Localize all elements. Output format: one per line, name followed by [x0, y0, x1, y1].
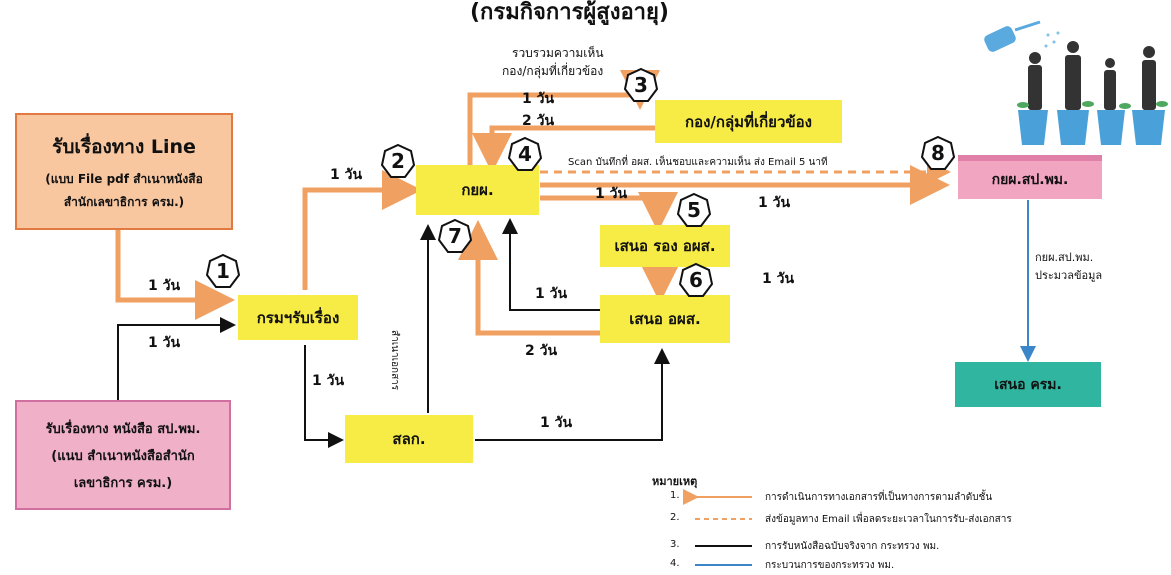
- step-number-1: 1: [216, 259, 230, 283]
- legend-num-3: 3.: [670, 539, 680, 550]
- propose-director-box: เสนอ อผส.: [600, 295, 730, 343]
- step-number-2: 2: [391, 149, 405, 173]
- line-receive-sub2: สำนักเลขาธิการ ครม.): [63, 194, 185, 209]
- legend-title: หมายเหตุ: [652, 475, 698, 488]
- day-label-director-to-koyopo-black: 1 วัน: [535, 286, 568, 302]
- step-number-7: 7: [448, 224, 462, 248]
- day-label-deputy-to-director: 1 วัน: [762, 271, 795, 287]
- step-badge-7: 7: [437, 218, 473, 254]
- day-label-dept-to-koyopo: 1 วัน: [330, 167, 363, 183]
- step-number-6: 6: [689, 268, 703, 292]
- day-label-related-to-koyopo: 2 วัน: [522, 113, 555, 129]
- sakok-box: สลก.: [345, 415, 473, 463]
- day-label-letter-to-dept: 1 วัน: [148, 335, 181, 351]
- page-title: (กรมกิจการผู้สูงอายุ): [470, 0, 669, 25]
- legend-text-4: กระบวนการของกระทรวง พม.: [765, 560, 895, 571]
- arrow-related-to-koyopo: [472, 125, 655, 173]
- legend-text-1: การดำเนินการทางเอกสารที่เป็นทางการตามลำด…: [765, 492, 993, 503]
- line-receive-box: รับเรื่องทาง Line (แบบ File pdf สำเนาหนั…: [15, 113, 233, 230]
- day-label-koyopo-to-deputy: 1 วัน: [595, 186, 628, 202]
- legend-num-2: 2.: [670, 512, 680, 523]
- central-process-line1: กยผ.สป.พม.: [1035, 251, 1094, 264]
- scan-email-note: Scan บันทึกที่ อผส. เห็นชอบและความเห็น ส…: [568, 157, 828, 168]
- copy-document-note: สำเนาเอกสาร: [389, 330, 400, 391]
- collect-opinion-line1: รวบรวมความเห็น: [512, 46, 604, 60]
- day-label-koyopo-to-central: 1 วัน: [758, 195, 791, 211]
- letter-receive-line3: เลขาธิการ ครม.): [73, 475, 173, 491]
- step-badge-6: 6: [678, 262, 714, 298]
- day-label-director-to-koyopo-orange: 2 วัน: [525, 343, 558, 359]
- step-badge-2: 2: [380, 143, 416, 179]
- arrow-line-to-dept: [115, 230, 235, 320]
- collect-opinion-line2: กอง/กลุ่มที่เกี่ยวข้อง: [502, 64, 604, 78]
- central-process-line2: ประมวลข้อมูล: [1035, 269, 1103, 282]
- step-badge-3: 3: [623, 67, 659, 103]
- day-label-sakok-to-director: 1 วัน: [540, 415, 573, 431]
- central-box-label: กยผ.สป.พม.: [991, 172, 1069, 188]
- day-label-koyopo-to-related: 1 วัน: [522, 91, 555, 107]
- arrow-dept-to-koyopo: [302, 170, 422, 290]
- step-number-8: 8: [931, 141, 945, 165]
- people-illustration: [984, 20, 1168, 145]
- arrow-director-to-koyopo-orange: [458, 220, 600, 336]
- step-number-4: 4: [518, 142, 532, 166]
- koyopo-box: กยผ.: [416, 165, 539, 215]
- arrow-dept-to-sakok: [304, 345, 344, 448]
- line-receive-sub1: (แบบ File pdf สำเนาหนังสือ: [45, 171, 203, 186]
- day-label-line-to-dept: 1 วัน: [148, 278, 181, 294]
- step-number-3: 3: [634, 73, 648, 97]
- letter-receive-line1: รับเรื่องทาง หนังสือ สป.พม.: [45, 421, 201, 437]
- arrow-sakok-to-director: [475, 348, 670, 441]
- step-number-5: 5: [687, 198, 701, 222]
- arrow-director-to-koyopo-black: [502, 218, 600, 311]
- step-badge-5: 5: [676, 192, 712, 228]
- legend-num-4: 4.: [670, 558, 680, 569]
- letter-receive-line2: (แนบ สำเนาหนังสือสำนัก: [51, 448, 195, 464]
- step-badge-4: 4: [507, 136, 543, 172]
- day-label-dept-to-sakok: 1 วัน: [312, 373, 345, 389]
- legend-text-2: ส่งข้อมูลทาง Email เพื่อลดระยะเวลาในการร…: [765, 514, 1012, 525]
- arrow-koyopo-to-deputy: [540, 192, 678, 232]
- letter-receive-box: รับเรื่องทาง หนังสือ สป.พม. (แนบ สำเนาหน…: [15, 400, 231, 510]
- related-division-box: กอง/กลุ่มที่เกี่ยวข้อง: [655, 100, 842, 143]
- legend-num-1: 1.: [670, 490, 680, 501]
- step-badge-8: 8: [920, 135, 956, 171]
- step-badge-1: 1: [205, 253, 241, 289]
- propose-deputy-box: เสนอ รอง อผส.: [600, 225, 730, 267]
- arrow-letter-to-dept: [117, 317, 236, 400]
- propose-cabinet-box: เสนอ ครม.: [955, 362, 1101, 407]
- line-receive-title: รับเรื่องทาง Line: [52, 135, 196, 158]
- legend-text-3: การรับหนังสือฉบับจริงจาก กระทรวง พม.: [765, 541, 940, 552]
- dept-receive-box: กรมฯรับเรื่อง: [238, 295, 358, 340]
- central-box: กยผ.สป.พม.: [958, 155, 1102, 199]
